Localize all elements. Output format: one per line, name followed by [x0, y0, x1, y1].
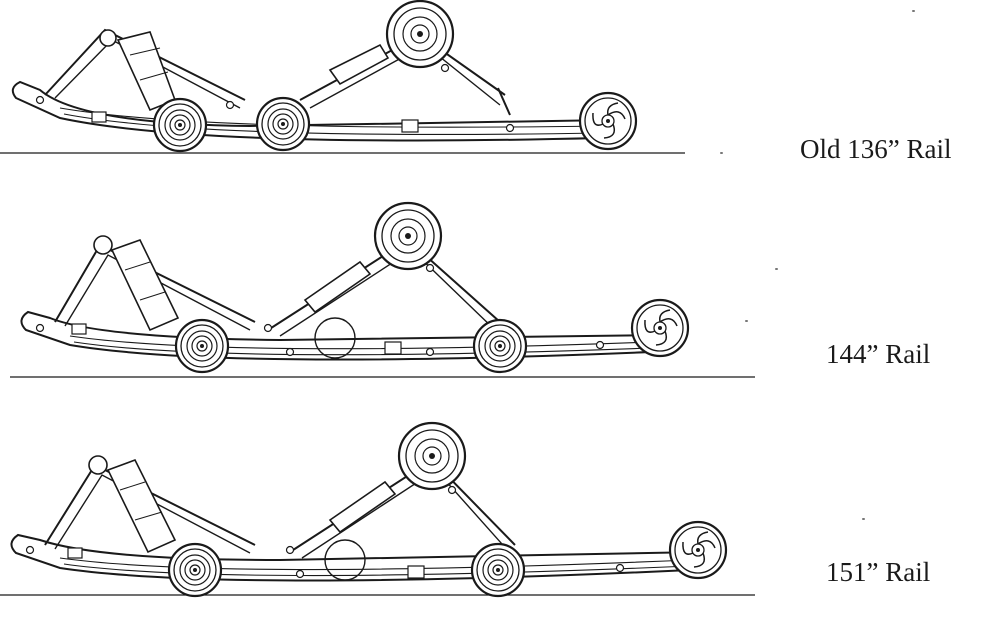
upper-idler-wheel-icon: [397, 421, 467, 491]
upper-idler-wheel-icon: [385, 0, 455, 69]
rail-assembly-136: [0, 0, 685, 154]
bogie-wheel-icon: [167, 542, 223, 598]
front-shock: [110, 239, 180, 332]
rear-idler-wheel-icon: [630, 298, 690, 358]
rail-label-151: 151” Rail: [826, 557, 931, 587]
rear-idler-wheel-icon: [578, 91, 638, 151]
bogie-wheel-icon: [472, 318, 528, 374]
upper-idler-wheel-icon: [373, 201, 443, 271]
scan-speck: [862, 518, 865, 520]
scan-speck: [720, 152, 723, 154]
scan-speck: [745, 320, 748, 322]
bogie-wheel-icon: [152, 97, 208, 153]
front-shock: [106, 459, 177, 554]
rear-shock: [328, 43, 390, 86]
rear-shock: [303, 260, 372, 314]
scan-speck: [775, 268, 778, 270]
slide-rail: [10, 533, 702, 582]
rail-assembly-144: [10, 201, 755, 378]
front-shock: [116, 31, 177, 112]
rail-label-136: Old 136” Rail: [800, 134, 952, 164]
bogie-wheel-icon: [174, 318, 230, 374]
bogie-wheel-icon: [470, 542, 526, 598]
rear-shock: [328, 480, 397, 534]
rear-idler-wheel-icon: [668, 520, 728, 580]
bogie-wheel-icon: [255, 96, 311, 152]
rail-assembly-151: [0, 421, 755, 598]
rail-label-144: 144” Rail: [826, 339, 931, 369]
slide-rail: [11, 80, 612, 142]
scan-speck: [912, 10, 915, 12]
